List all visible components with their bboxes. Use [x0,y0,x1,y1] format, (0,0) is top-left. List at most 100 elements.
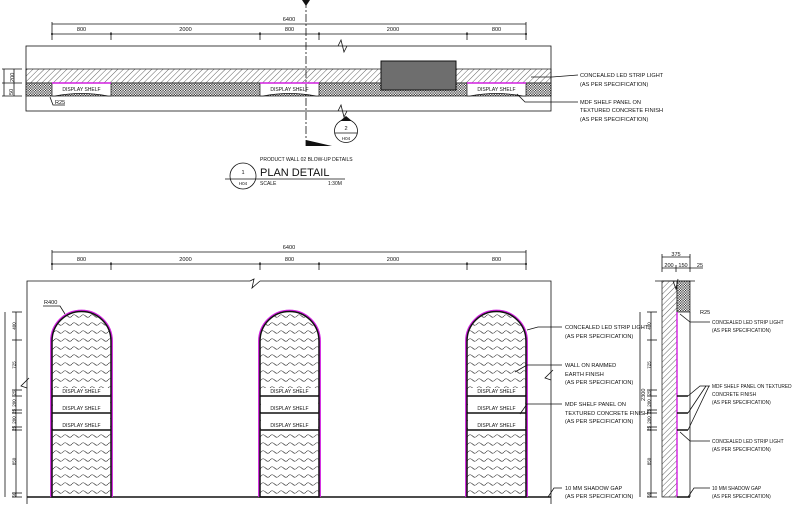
dim-label: 50 [12,492,17,498]
shelf-label: DISPLAY SHELF [62,423,100,429]
callout-text: (AS PER SPECIFICATION) [565,419,633,425]
dim-label: 2000 [179,27,191,33]
break-line-icon [337,38,348,54]
callout-text: CONCEALED LED STRIP LIGHT [565,325,649,331]
dim-label: 2300 [641,389,647,401]
shelf-label: DISPLAY SHELF [270,389,308,395]
shelf-label: DISPLAY SHELF [62,389,100,395]
shelf-label: DISPLAY SHELF [270,423,308,429]
radius-label: R25 [55,100,65,106]
break-line-icon [20,377,30,389]
callout-text: MDF SHELF PANEL ON [565,402,626,408]
led-strip-line [258,309,321,497]
drawing-number: 1 [241,170,244,176]
dim-label: 725 [12,361,17,369]
elevation-dimensions: 6400 800 2000 800 2000 800 [51,245,527,270]
shelf-label: DISPLAY SHELF [477,423,515,429]
dim-label: 800 [77,257,86,263]
callout-text: WALL ON RAMMED [565,363,616,369]
section-marker[interactable]: 2 H04 [334,116,358,143]
plan-display-shelf: DISPLAY SHELF [259,82,320,97]
break-line-icon [337,103,348,119]
drawing-title-block: 1 H04 PRODUCT WALL 02 BLOW-UP DETAILS PL… [225,157,353,190]
dim-label: 6400 [283,245,295,251]
dim-label: 200 [647,399,652,407]
section-sheet: H04 [342,136,351,141]
dim-label: 25 [647,390,652,396]
dim-label: 200 [647,416,652,424]
scale-label: SCALE [260,181,277,187]
dim-label: 25 [12,426,17,432]
dim-label: 2000 [179,257,191,263]
arch-niche: DISPLAY SHELF DISPLAY SHELF DISPLAY SHELF [465,309,528,498]
shelf-label: DISPLAY SHELF [477,406,515,412]
dim-label: 150 [678,263,687,269]
callout-text: (AS PER SPECIFICATION) [712,494,771,500]
callout-text: 10 MM SHADOW GAP [712,486,762,492]
radius-label: R25 [700,310,710,316]
elevation-wall-outline [26,280,552,504]
dim-label: 725 [647,361,652,369]
dim-label: 25 [697,263,703,269]
shelf-label: DISPLAY SHELF [270,406,308,412]
dim-label: 50 [647,492,652,498]
callout-text: (AS PER SPECIFICATION) [565,380,633,386]
dim-label: 400 [647,322,652,330]
plan-display-shelf: DISPLAY SHELF [466,82,527,97]
dim-label: 200 [12,416,17,424]
dim-label: 25 [12,409,17,415]
break-line-icon [544,369,554,381]
dim-label: 2000 [387,257,399,263]
scale-value: 1:30M [328,181,342,187]
shelf-label: DISPLAY SHELF [477,389,515,395]
dim-label: 800 [492,257,501,263]
drawing-subtitle: PRODUCT WALL 02 BLOW-UP DETAILS [260,157,353,163]
dim-label: 850 [12,457,17,465]
callout-text: (AS PER SPECIFICATION) [580,117,648,123]
callout-text: CONCRETE FINISH [712,392,756,398]
plan-display-shelf: DISPLAY SHELF [51,82,112,97]
dim-label: 50 [9,89,15,95]
callout-text: TEXTURED CONCRETE FINISH [565,411,648,417]
dim-label: 200 [10,73,16,82]
callout-text: 10 MM SHADOW GAP [565,486,622,492]
plan-wall-hatch [25,68,552,84]
dim-label: 25 [647,426,652,432]
dim-label: 25 [647,409,652,415]
callout-text: CONCEALED LED STRIP LIGHT [712,320,784,326]
callout-text: (AS PER SPECIFICATION) [712,447,771,453]
callout-text: MDF SHELF PANEL ON TEXTURED [712,384,792,390]
dim-label: 400 [12,322,17,330]
section-arrow-icon [302,0,310,6]
callout-text: (AS PER SPECIFICATION) [565,334,633,340]
drawing-sheet-ref: H04 [239,181,248,186]
dim-label: 800 [77,27,86,33]
section-panel-hatch [676,280,691,313]
callout-text: (AS PER SPECIFICATION) [580,82,648,88]
dim-label: 200 [664,263,673,269]
dim-label: 6400 [283,17,295,23]
callout-text: EARTH FINISH [565,372,604,378]
callout-text: (AS PER SPECIFICATION) [712,400,771,406]
dim-label: 800 [492,27,501,33]
section-wall-hatch [661,280,678,498]
led-strip-line [465,309,528,497]
section-detail: 375 200 150 25 R25 2300 4007252520025200… [639,252,792,500]
callout-text: CONCEALED LED STRIP LIGHT [712,439,784,445]
dim-label: 25 [12,390,17,396]
callout-text: (AS PER SPECIFICATION) [712,328,771,334]
shelf-label: DISPLAY SHELF [477,87,515,93]
callout-text: CONCEALED LED STRIP LIGHT [580,73,664,79]
dim-label: 375 [671,252,680,258]
dim-label: 800 [285,257,294,263]
arch-niche: DISPLAY SHELF DISPLAY SHELF DISPLAY SHELF [258,309,321,498]
drawing-title: PLAN DETAIL [260,167,330,179]
section-number: 2 [344,126,347,132]
arch-niche: DISPLAY SHELF DISPLAY SHELF DISPLAY SHELF [50,309,113,498]
dim-label: 2000 [387,27,399,33]
shelf-label: DISPLAY SHELF [62,406,100,412]
dim-label: 200 [12,399,17,407]
shelf-label: DISPLAY SHELF [62,87,100,93]
